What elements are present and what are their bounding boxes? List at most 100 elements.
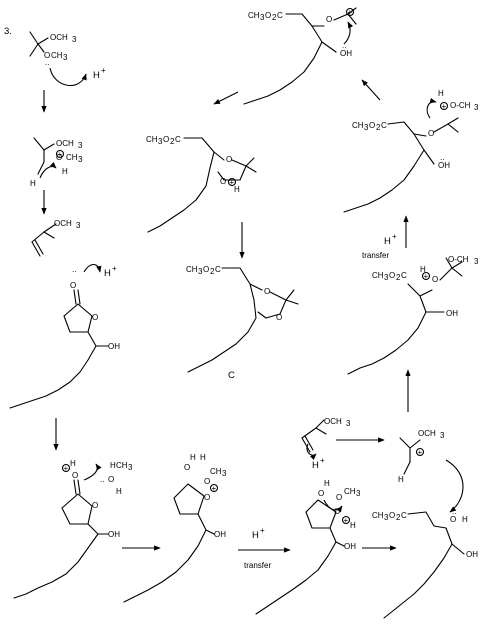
svg-text:CH: CH (372, 511, 384, 520)
svg-text:O: O (318, 489, 324, 498)
svg-text:H: H (324, 479, 330, 488)
svg-text:+: + (64, 464, 69, 473)
svg-text:+: + (424, 272, 429, 281)
svg-text:+: + (392, 232, 397, 241)
svg-text:3: 3 (356, 489, 361, 498)
positive-charge-icon (61, 463, 71, 473)
svg-text:+: + (344, 516, 349, 525)
proton-transfer-label: transfer (362, 251, 389, 260)
positive-charge-icon (345, 7, 355, 17)
proton-label: H (93, 70, 100, 81)
step-protonated-acetonide: CH 3 O 2 C O O + H (146, 135, 257, 233)
ketal-oxygen-label: O (44, 51, 50, 60)
svg-text:O: O (70, 281, 76, 290)
step-mixed-ketal: CH 3 O 2 C H + O O-CH 3 OH (347, 255, 479, 375)
proton-transfer-label: transfer (244, 561, 271, 570)
svg-text:O: O (226, 155, 232, 164)
curved-arrow (39, 161, 57, 179)
step-ketal: OCH 3 O CH 3 .. H + (29, 31, 106, 87)
svg-text:O-CH: O-CH (450, 101, 471, 110)
curved-arrow (306, 443, 317, 461)
svg-text:O: O (432, 275, 438, 284)
svg-text:3: 3 (440, 431, 445, 440)
svg-text:3: 3 (260, 13, 265, 22)
compound-c-label: C (228, 370, 235, 381)
reaction-arrow (361, 79, 381, 101)
svg-text:O: O (276, 313, 282, 322)
svg-text:O: O (203, 265, 209, 274)
svg-text:+: + (212, 484, 217, 493)
svg-text:H: H (200, 453, 206, 462)
positive-charge-icon (341, 515, 351, 525)
svg-text:3: 3 (72, 35, 77, 44)
svg-text:OH: OH (438, 161, 450, 170)
positive-charge-icon (209, 483, 219, 493)
step-oxocarbenium: OCH 3 + H (398, 429, 445, 484)
svg-text:H: H (104, 268, 111, 279)
svg-text:O: O (163, 135, 169, 144)
positive-charge-icon (227, 177, 237, 187)
svg-text:..: .. (72, 265, 76, 274)
svg-text:3: 3 (222, 469, 227, 478)
svg-text:O: O (389, 511, 395, 520)
step-protonated-lactone: H + O .. O H CH 3 H O OH (13, 459, 133, 599)
svg-text:O: O (334, 507, 340, 516)
svg-text:OH: OH (446, 309, 458, 318)
svg-text:O: O (184, 463, 190, 472)
svg-text:OH: OH (108, 530, 120, 539)
curved-arrow (445, 459, 464, 513)
svg-text:+: + (260, 526, 265, 535)
svg-text:2: 2 (272, 13, 277, 22)
svg-text:OH: OH (214, 530, 226, 539)
svg-text:H: H (70, 459, 76, 468)
svg-text:OCH: OCH (418, 429, 436, 438)
svg-text:H: H (398, 475, 404, 484)
svg-text:O: O (264, 287, 270, 296)
svg-text:O: O (389, 271, 395, 280)
svg-text:H: H (62, 167, 68, 176)
svg-text:O: O (204, 477, 210, 486)
svg-text:3: 3 (63, 53, 68, 62)
svg-text:OCH: OCH (54, 219, 72, 228)
svg-text:+: + (230, 178, 235, 187)
svg-text:3: 3 (384, 513, 389, 522)
problem-number: 3. (4, 26, 12, 37)
reaction-arrow (213, 91, 239, 105)
step-product-acetonide: CH 3 O 2 C O O (186, 265, 299, 373)
curved-arrow (83, 263, 102, 273)
svg-text:3: 3 (474, 257, 479, 266)
svg-text:+: + (58, 150, 63, 159)
svg-text:H: H (462, 515, 468, 524)
step-enol-ether: OCH 3 (31, 219, 81, 257)
svg-text:+: + (348, 8, 353, 17)
methoxy-label: OCH (50, 33, 68, 42)
svg-text:OCH: OCH (324, 417, 342, 426)
svg-text:H: H (234, 185, 240, 194)
svg-text:H: H (116, 487, 122, 496)
curved-arrow (49, 67, 87, 87)
svg-text:C: C (401, 271, 407, 280)
svg-text:3: 3 (364, 123, 369, 132)
svg-text:O: O (204, 493, 210, 502)
svg-text:OH: OH (466, 550, 478, 559)
svg-text:2: 2 (396, 273, 401, 282)
positive-charge-icon (415, 447, 425, 457)
svg-text:C: C (277, 11, 283, 20)
svg-text:H: H (350, 521, 356, 530)
svg-text:O: O (220, 177, 226, 186)
svg-text:CH: CH (146, 135, 158, 144)
svg-text:C: C (401, 511, 407, 520)
svg-text:..: .. (440, 153, 444, 162)
svg-text:3: 3 (384, 273, 389, 282)
svg-text:CH: CH (116, 461, 128, 470)
step-enol-protonation: OCH 3 H + (301, 417, 351, 471)
svg-text:O-CH: O-CH (448, 255, 469, 264)
svg-text:H: H (190, 453, 196, 462)
svg-text:O: O (428, 129, 434, 138)
svg-text:H: H (384, 236, 391, 247)
svg-text:+: + (112, 264, 117, 273)
curved-arrow (83, 463, 102, 481)
curved-arrow (343, 21, 354, 45)
svg-text:3: 3 (158, 137, 163, 146)
